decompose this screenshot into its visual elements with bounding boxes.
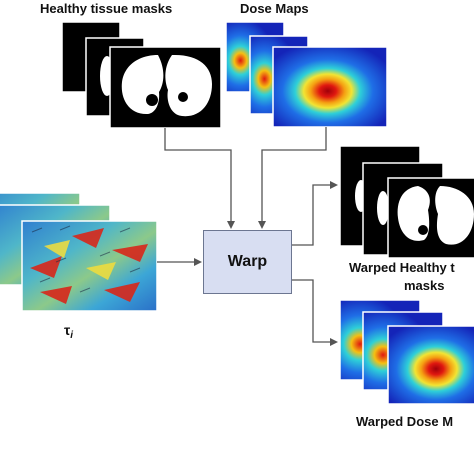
dose-maps-label: Dose Maps: [240, 1, 309, 16]
arrow-dose-to-warp: [258, 127, 327, 229]
warped-mask-stack-icon: [339, 145, 474, 259]
arrow-warp-to-dose: [292, 279, 338, 346]
healthy-masks-label: Healthy tissue masks: [40, 1, 173, 16]
tau-symbol: τ: [64, 322, 71, 338]
mask-image-front: [109, 46, 222, 129]
dose-stack-icon: [225, 21, 388, 128]
arrows: [157, 127, 338, 346]
warped-dose-label: Warped Dose M: [356, 414, 454, 429]
warp-box: Warp: [203, 230, 292, 294]
mask-stack-icon: [61, 21, 222, 129]
tau-label: τi: [64, 322, 74, 341]
warped-masks-label-line2: masks: [404, 278, 445, 293]
field-stack-icon: [0, 192, 158, 312]
arrow-warp-to-masks: [292, 181, 338, 246]
arrow-masks-to-warp: [164, 128, 235, 229]
warped-dose-stack-icon: [339, 299, 474, 405]
warped-masks-label-line1: Warped Healthy t: [349, 260, 455, 275]
tau-subscript: i: [70, 330, 74, 341]
